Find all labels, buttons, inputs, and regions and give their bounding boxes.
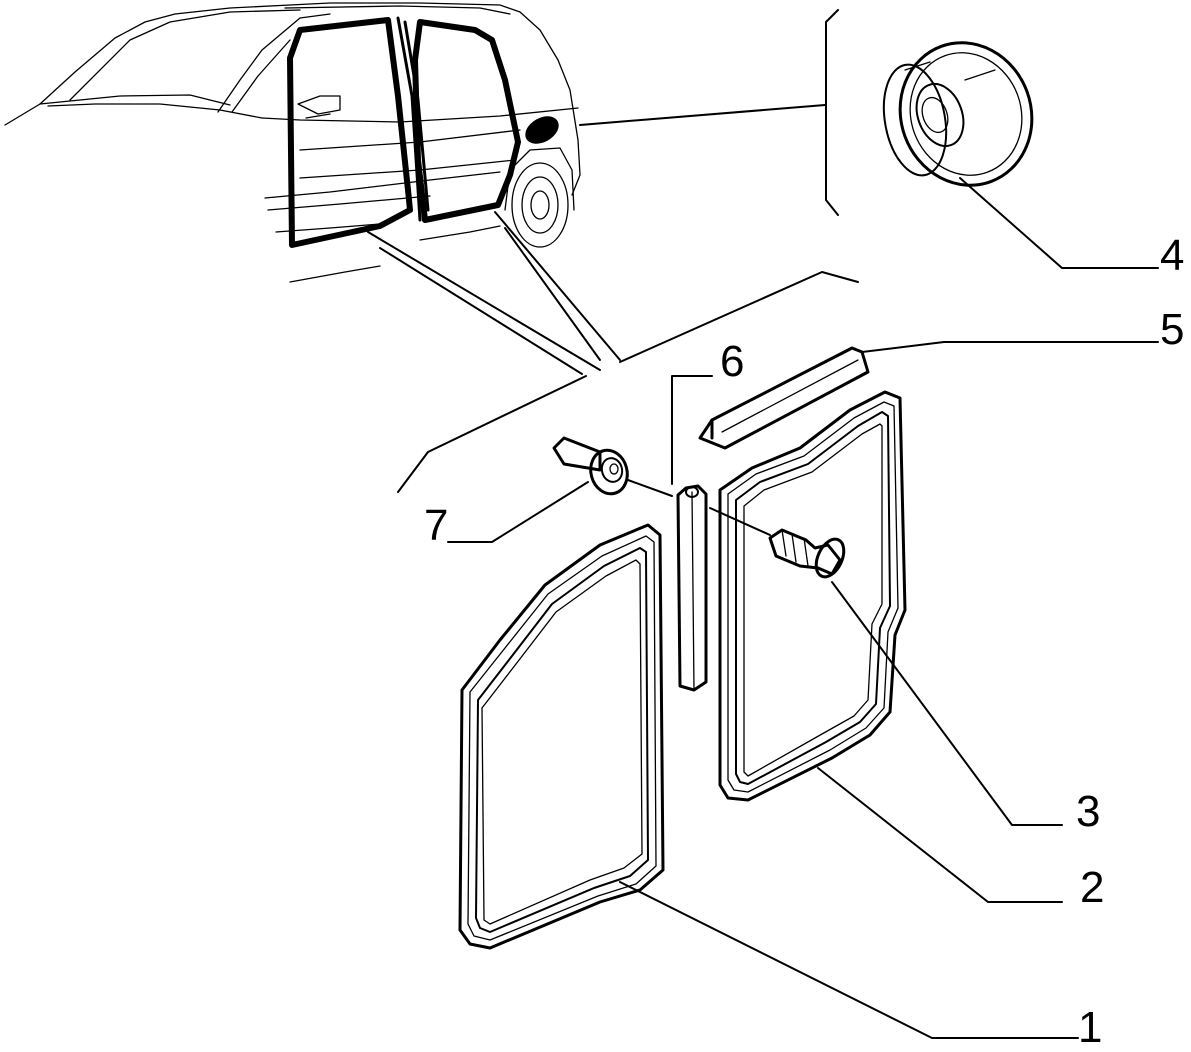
callout-7: 7: [424, 501, 449, 550]
car-speaker-location: [525, 116, 559, 144]
callout-5: 5: [1160, 305, 1185, 354]
push-pin-clip: [552, 436, 629, 496]
rear-door-seal-part: [718, 390, 907, 802]
callout-2: 2: [1080, 863, 1105, 912]
screw-fastener: [768, 528, 846, 579]
front-door-seal-highlight: [287, 16, 422, 248]
speaker-part: [882, 41, 1034, 187]
callout-4: 4: [1160, 231, 1185, 280]
front-door-seal-part: [458, 523, 665, 950]
vertical-rubber-strip: [676, 484, 708, 692]
sill-seal-strip: [698, 346, 870, 450]
callout-1: 1: [1078, 1003, 1103, 1052]
callout-3: 3: [1076, 787, 1101, 836]
rear-door-seal-highlight: [403, 19, 521, 223]
callout-6: 6: [720, 337, 745, 386]
